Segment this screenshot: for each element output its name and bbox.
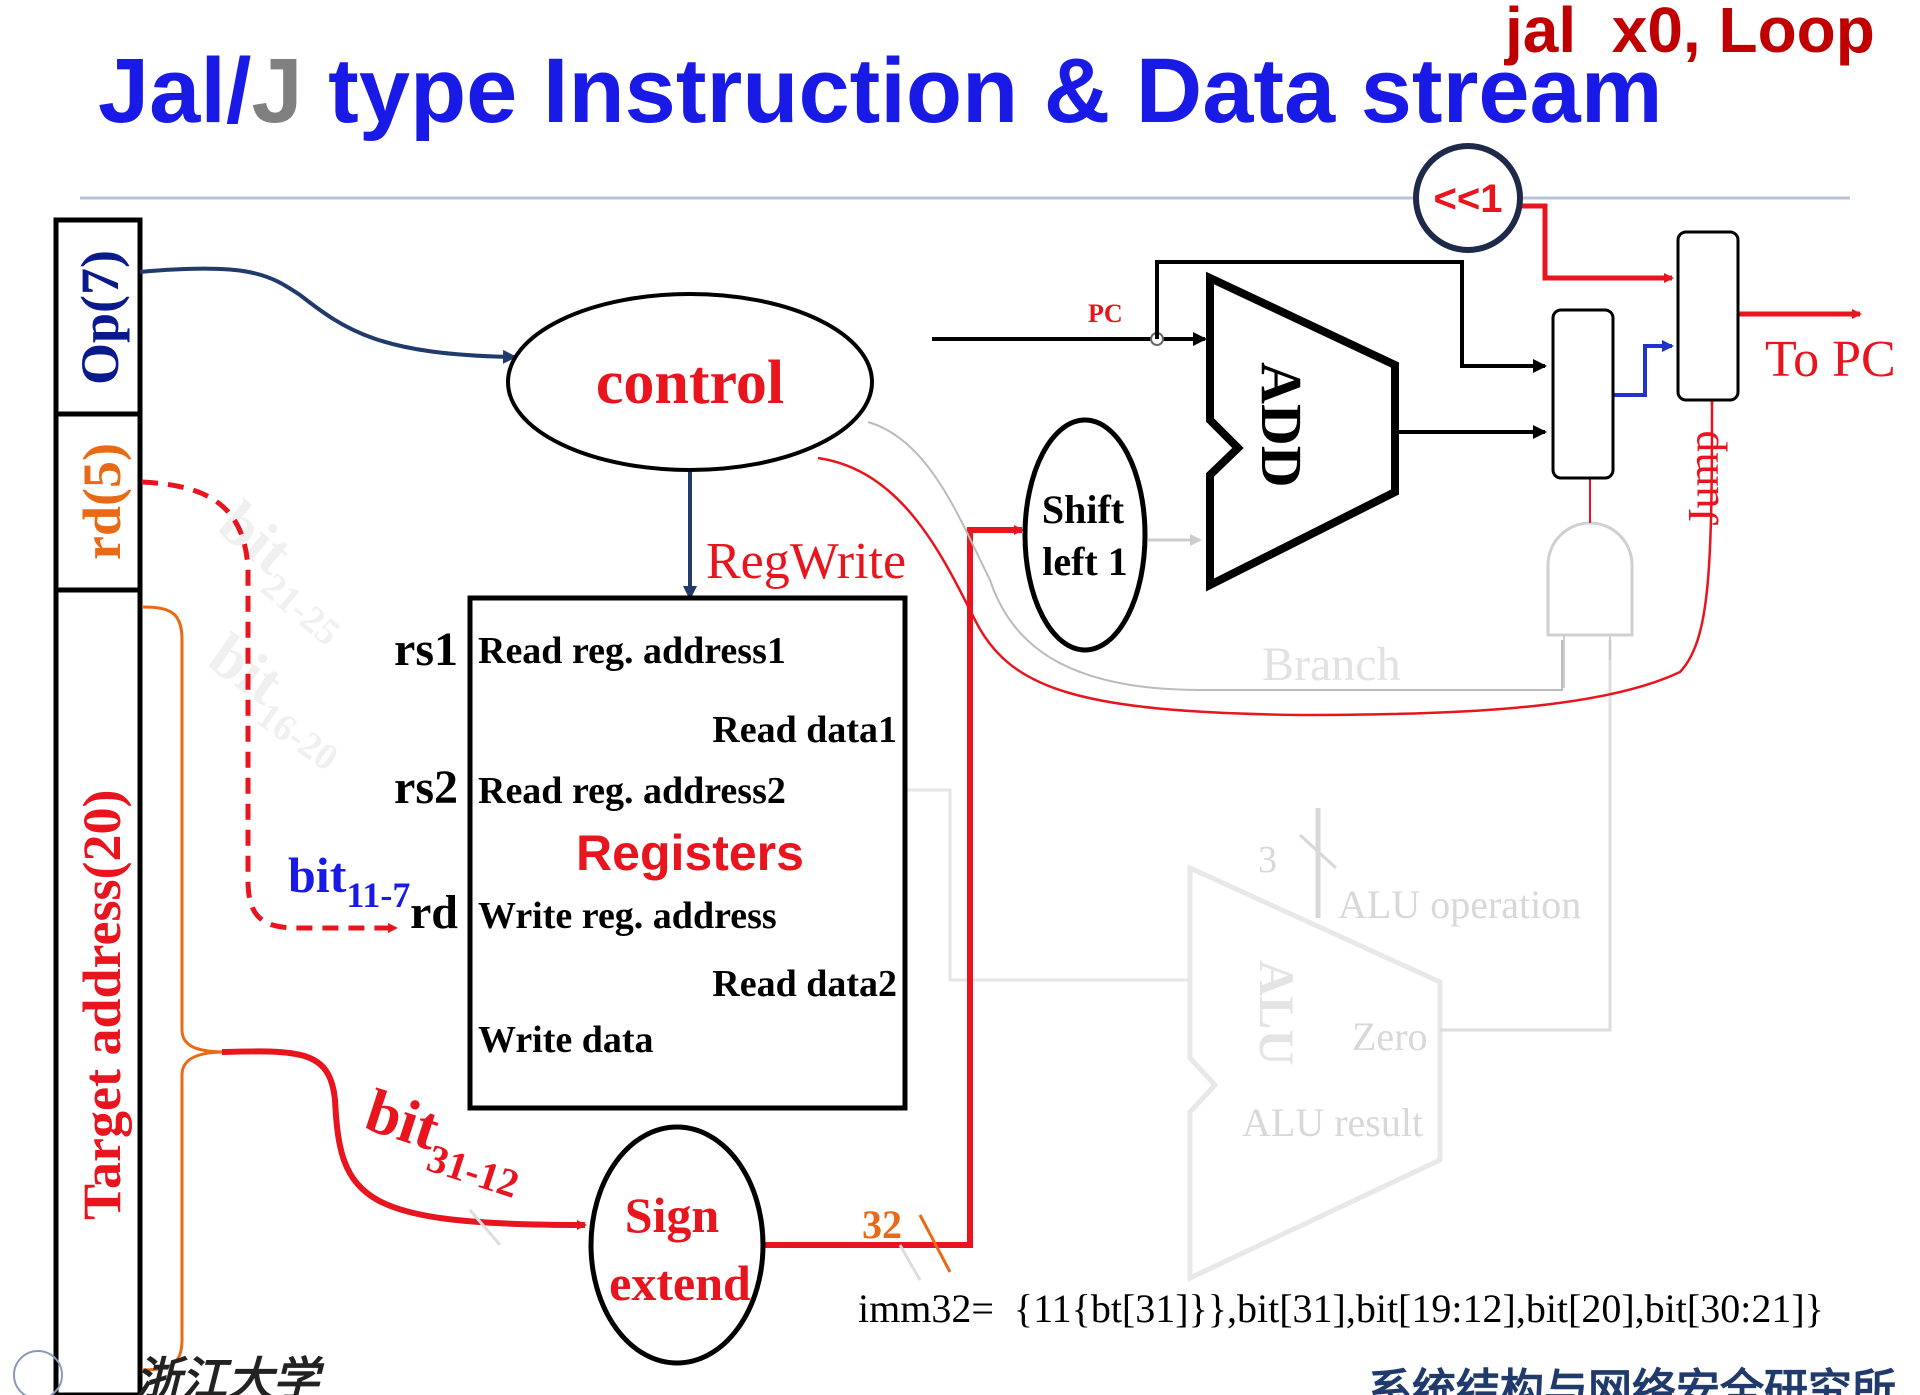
pc-label: PC	[1088, 299, 1123, 328]
shift-left-unit	[1022, 417, 1148, 653]
instruction-fields: Op(7) rd(5) Target address(20)	[53, 217, 143, 1395]
width-slash	[918, 1214, 952, 1273]
shift-left-line1: Shift	[1042, 487, 1125, 532]
regwrite-label: RegWrite	[706, 533, 906, 590]
mux1-to-mux2-wire	[1613, 340, 1674, 397]
faded-slash-2	[898, 1244, 922, 1281]
footer-lab-name: 系统结构与网络安全研究所	[1368, 1365, 1896, 1395]
registers-title: Registers	[576, 825, 804, 881]
sign-extend-to-shift-wire	[764, 525, 1024, 1248]
control-jump-wire	[817, 399, 1714, 717]
op-field-label: Op(7)	[70, 250, 130, 385]
sign-extend-line2: extend	[609, 1255, 751, 1311]
control-label: control	[596, 349, 784, 417]
alu-zero-label: Zero	[1352, 1014, 1428, 1059]
shift-left-circle	[1413, 143, 1523, 253]
and-gate	[1546, 521, 1634, 637]
alu-label: ALU	[1249, 960, 1305, 1066]
faded-branch-label: Branch	[1262, 638, 1401, 691]
sign-extend-line1: Sign	[625, 1187, 720, 1243]
faded-bit-label-2: bit16-20	[190, 621, 368, 780]
alu-operation-label: ALU operation	[1338, 882, 1581, 927]
zero-to-branch-line	[1440, 640, 1612, 1032]
rd-label: rd	[410, 886, 458, 939]
target-brace	[141, 605, 226, 1372]
write-addr-label: Write reg. address	[478, 895, 777, 937]
control-branch-wire	[867, 421, 1563, 691]
shift-left-line2: left 1	[1042, 539, 1128, 584]
branch-mux	[1551, 308, 1615, 480]
op-to-control-wire	[139, 266, 517, 364]
shift-circle-to-mux2-wire	[1520, 203, 1674, 283]
rd-bit-label: bit11-7	[288, 847, 410, 915]
adder-label: ADD	[1249, 362, 1314, 488]
alu-result-label: ALU result	[1242, 1100, 1423, 1145]
target-field-label: Target address(20)	[72, 790, 132, 1221]
rs1-label: rs1	[394, 623, 458, 676]
adder-unit	[1206, 271, 1399, 592]
read-data2-line	[905, 788, 1190, 982]
imm32-formula: imm32= {11{bt[31]}},bit[31],bit[19:12],b…	[858, 1286, 1824, 1331]
sign-extend-unit	[588, 1124, 766, 1366]
read-addr2-label: Read reg. address2	[478, 770, 786, 812]
write-data-label: Write data	[478, 1019, 654, 1061]
alu-op-slash	[1298, 833, 1338, 870]
jump-mux	[1676, 230, 1740, 402]
faded-slash-1	[468, 1209, 502, 1246]
instruction-example: jal x0, Loop	[1504, 0, 1875, 66]
sign-extend-width: 32	[862, 1202, 902, 1247]
alu-op-width: 3	[1258, 839, 1277, 881]
shift-left-circle-label: <<1	[1434, 177, 1503, 221]
jump-label: Jump	[1679, 430, 1728, 525]
rs2-label: rs2	[394, 761, 458, 814]
slide-title: Jal/J type Instruction & Data stream	[98, 40, 1663, 142]
rd-to-write-addr-wire	[141, 479, 398, 933]
read-addr1-label: Read reg. address1	[478, 630, 786, 672]
university-logo-text: 浙江大学	[135, 1354, 325, 1395]
control-unit	[506, 292, 874, 472]
read-data2-label: Read data2	[712, 963, 897, 1005]
faded-alu-group: ALU 3 ALU operation Zero ALU result Bran…	[905, 478, 1634, 1282]
faded-bit-label-1: bit21-25	[198, 489, 373, 655]
read-data1-label: Read data1	[712, 709, 897, 751]
pc-to-mux1-wire	[1155, 260, 1547, 373]
rd-field-label: rd(5)	[72, 443, 132, 560]
university-logo	[13, 1350, 63, 1395]
imm-to-sign-extend-wire	[221, 1048, 587, 1230]
to-pc-label: To PC	[1765, 331, 1896, 388]
register-file	[467, 595, 908, 1111]
alu-shape	[1187, 864, 1443, 1282]
